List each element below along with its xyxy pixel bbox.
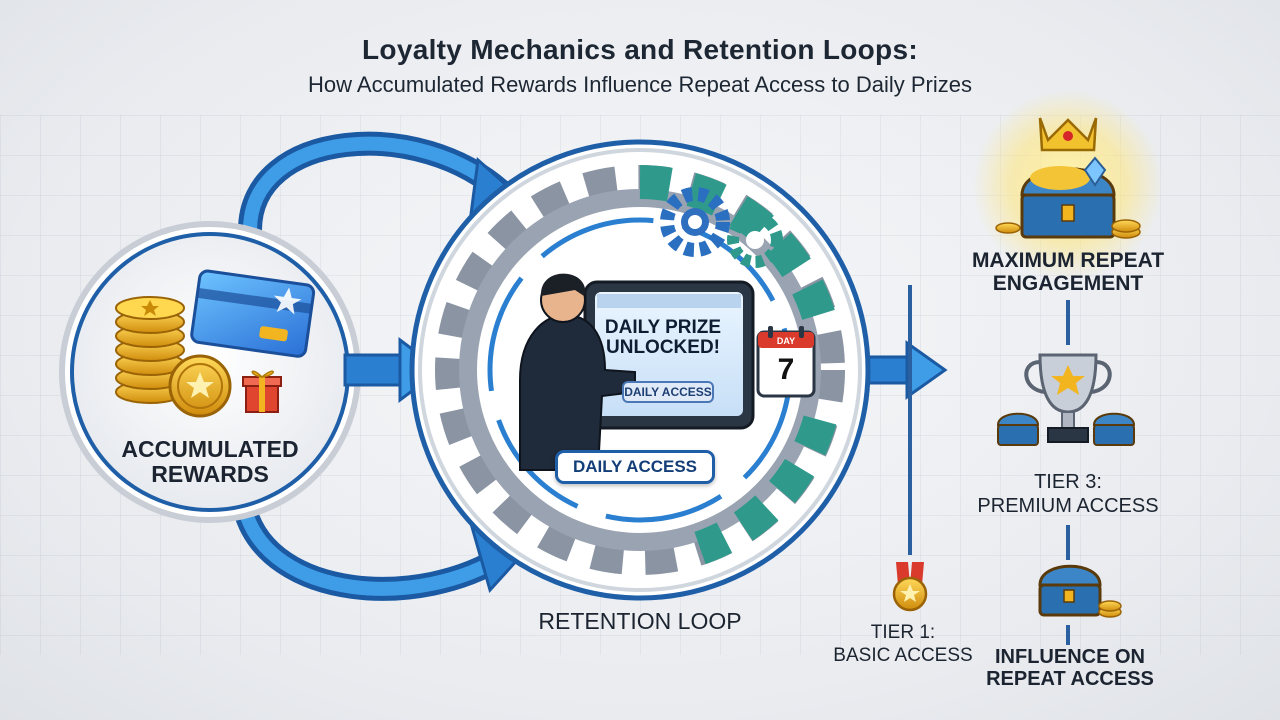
- daily-prize-line2: UNLOCKED!: [606, 336, 720, 358]
- daily-prize-line1: DAILY PRIZE: [604, 317, 722, 338]
- tier3-line2: PREMIUM ACCESS: [977, 495, 1159, 517]
- tier1-line2: BASIC ACCESS: [833, 644, 973, 666]
- calendar-icon: [756, 326, 816, 398]
- retention-loop-label: RETENTION LOOP: [538, 608, 742, 634]
- trophy-icon: [1024, 353, 1112, 443]
- accumulated-rewards-line2: REWARDS: [151, 460, 269, 487]
- max-engagement-line2: ENGAGEMENT: [992, 271, 1144, 295]
- tier1-line1: TIER 1:: [870, 622, 936, 643]
- calendar-day-number: 7: [777, 353, 795, 386]
- small-chest-right-icon: [1092, 412, 1136, 446]
- coin-stack-icon: [115, 296, 232, 418]
- accumulated-rewards-label: ACCUMULATED REWARDS: [100, 437, 320, 487]
- tier3-label: TIER 3: PREMIUM ACCESS: [968, 470, 1168, 518]
- small-chest-left-icon: [996, 412, 1040, 446]
- influence-line2: REPEAT ACCESS: [986, 668, 1154, 690]
- daily-access-badge: DAILY ACCESS: [555, 450, 715, 484]
- screen-daily-access-button[interactable]: DAILY ACCESS: [622, 381, 714, 403]
- accumulated-rewards-line1: ACCUMULATED: [121, 436, 299, 462]
- diagram-subtitle: How Accumulated Rewards Influence Repeat…: [308, 72, 972, 97]
- influence-label: INFLUENCE ON REPEAT ACCESS: [980, 646, 1160, 690]
- tier1-label: TIER 1: BASIC ACCESS: [828, 622, 978, 668]
- crown-icon: [1038, 117, 1098, 152]
- calendar-day-label: DAY: [776, 336, 796, 346]
- max-engagement-line1: MAXIMUM REPEAT: [971, 249, 1165, 272]
- person-icon: [519, 273, 636, 471]
- daily-prize-message: DAILY PRIZE UNLOCKED!: [598, 318, 728, 358]
- small-gear-icon: [660, 187, 783, 268]
- header: Loyalty Mechanics and Retention Loops: H…: [0, 34, 1280, 98]
- influence-line1: INFLUENCE ON: [995, 646, 1145, 668]
- tier3-line1: TIER 3:: [1034, 471, 1102, 493]
- treasure-chest-icon: [995, 156, 1141, 239]
- max-engagement-label: MAXIMUM REPEAT ENGAGEMENT: [950, 249, 1186, 295]
- diagram-title: Loyalty Mechanics and Retention Loops:: [362, 34, 918, 65]
- basic-chest-icon: [1038, 564, 1122, 618]
- credit-card-icon: [190, 269, 316, 358]
- medal-icon: [892, 562, 928, 612]
- gift-icon: [242, 370, 282, 413]
